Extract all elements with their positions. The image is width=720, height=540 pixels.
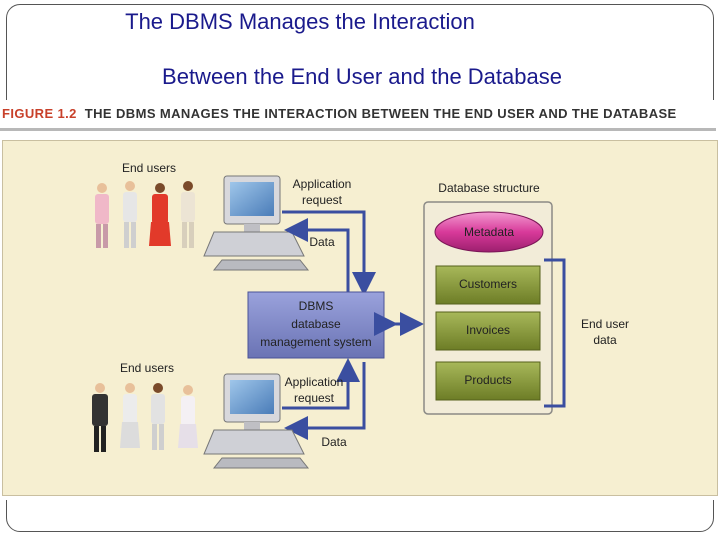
end-users-top-label: End users <box>122 161 176 175</box>
person-icon <box>123 181 137 248</box>
person-icon <box>92 383 108 452</box>
dbms-line1: DBMS <box>299 299 334 313</box>
end-users-bottom-group <box>92 383 198 452</box>
computer-icon <box>203 373 310 469</box>
app-request-bottom-line1: Application <box>285 375 344 389</box>
person-icon <box>178 385 198 448</box>
app-request-bottom-line2: request <box>294 391 335 405</box>
app-request-top-arrow <box>282 210 376 296</box>
computer-icon <box>203 175 310 271</box>
end-users-top-group <box>95 181 195 248</box>
dbms-diagram: End users Application request Data <box>92 161 629 469</box>
table-invoices-label: Invoices <box>466 323 510 337</box>
table-products-label: Products <box>464 373 511 387</box>
database-structure-box <box>423 201 553 415</box>
person-icon <box>120 383 140 448</box>
end-users-bottom-label: End users <box>120 361 174 375</box>
metadata-label: Metadata <box>464 225 514 239</box>
person-icon <box>181 181 195 248</box>
figure-caption-text: THE DBMS MANAGES THE INTERACTION BETWEEN… <box>84 106 677 121</box>
app-request-bottom-arrow <box>282 358 360 410</box>
metadata-ellipse <box>434 211 544 253</box>
figure: FIGURE 1.2 THE DBMS MANAGES THE INTERACTI… <box>0 100 720 500</box>
table-customers-label: Customers <box>459 277 517 291</box>
data-bottom-arrow <box>284 362 366 440</box>
table-customers <box>435 265 541 305</box>
table-products <box>435 361 541 401</box>
db-structure-title: Database structure <box>438 181 540 195</box>
app-request-top-line2: request <box>302 193 343 207</box>
figure-caption: FIGURE 1.2 THE DBMS MANAGES THE INTERACTI… <box>2 106 677 121</box>
caption-rule <box>0 128 716 131</box>
end-user-data-line2: data <box>593 333 617 347</box>
figure-number: FIGURE 1.2 <box>2 106 77 121</box>
dbms-line3: management system <box>260 335 371 349</box>
person-icon <box>151 383 165 450</box>
person-icon <box>149 183 171 246</box>
data-top-label: Data <box>309 235 335 249</box>
person-icon <box>95 183 109 248</box>
dbms-box <box>247 291 385 359</box>
slide-title-line-1: The DBMS Manages the Interaction <box>125 9 475 34</box>
slide-title-line-2: Between the End User and the Database <box>162 64 562 89</box>
end-user-data-bracket <box>544 258 566 408</box>
end-user-data-line1: End user <box>581 317 629 331</box>
dbms-line2: database <box>291 317 341 331</box>
table-invoices <box>435 311 541 351</box>
data-top-arrow <box>284 218 350 292</box>
data-bottom-label: Data <box>321 435 347 449</box>
app-request-top-line1: Application <box>293 177 352 191</box>
